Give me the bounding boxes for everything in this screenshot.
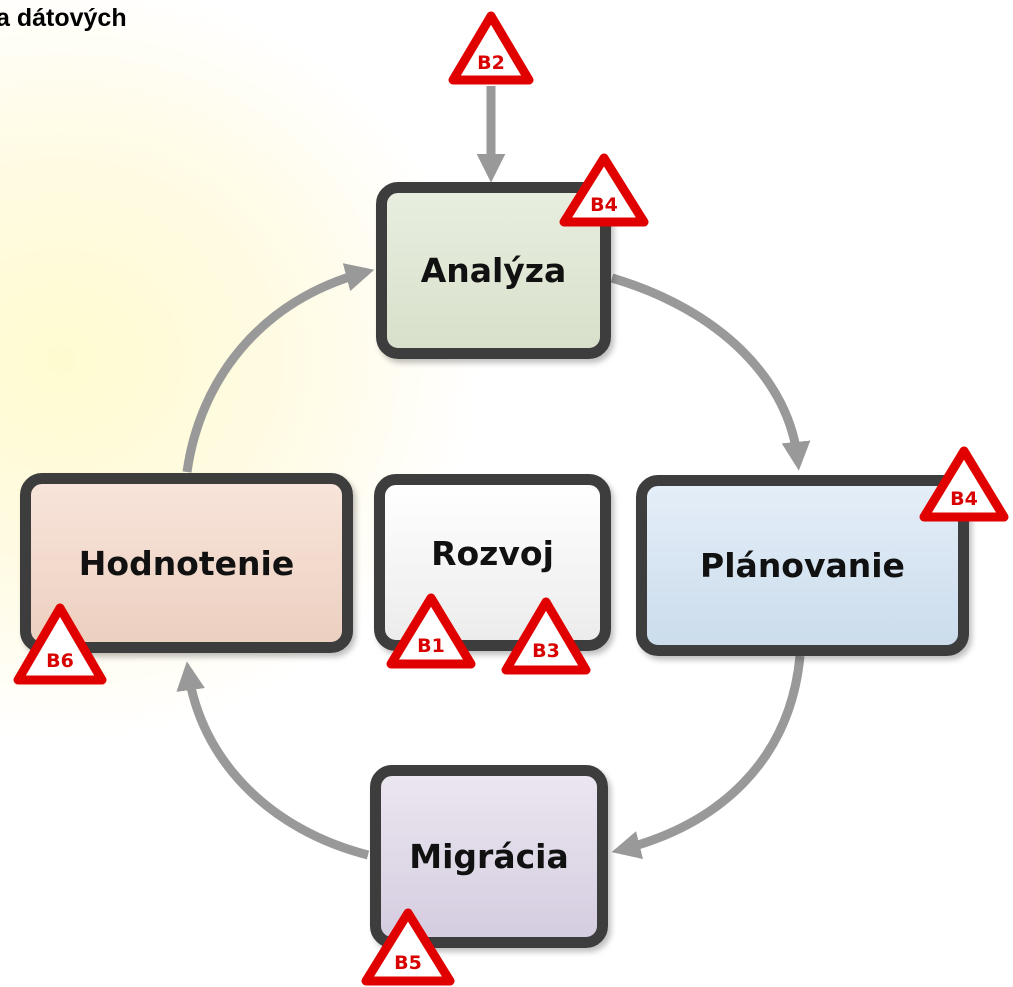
box-label-rozvoj: Rozvoj [431,534,554,573]
arrow-migracia-to-hodnotenie [176,661,370,860]
page-title: a dátových [0,4,127,32]
box-label-planovanie: Plánovanie [700,546,905,585]
arrow-analyza-to-planovanie [610,273,811,471]
box-label-analyza: Analýza [420,251,567,290]
box-label-migracia: Migrácia [409,837,569,876]
box-planovanie: Plánovanie [636,475,969,656]
box-label-hodnotenie: Hodnotenie [78,543,295,583]
arrow-planovanie-to-migracia [611,655,805,860]
arrow-hodnotenie-to-analyza [182,263,375,473]
box-analyza: Analýza [376,182,611,359]
box-hodnotenie: Hodnotenie [20,473,353,653]
box-rozvoj: Rozvoj [374,474,611,651]
box-migracia: Migrácia [370,765,608,948]
